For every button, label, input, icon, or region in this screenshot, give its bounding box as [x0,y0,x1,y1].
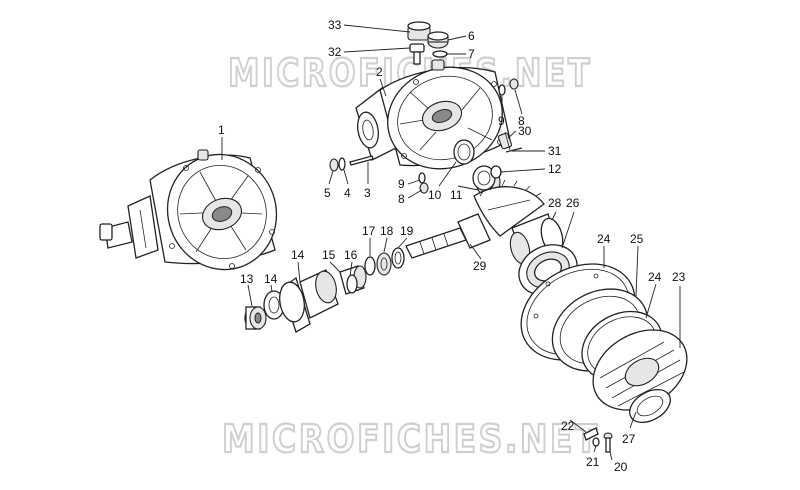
callout-27: 27 [622,432,636,446]
callout-14-lower: 14 [264,272,278,286]
part-7-washer [432,50,448,58]
part-6-cap [427,31,449,49]
callout-3: 3 [364,186,371,200]
part-30-breather [497,131,513,151]
callout-11: 11 [450,188,463,202]
part-29-pinion-gear [405,179,545,259]
callout-labels: 1 2 3 4 5 6 7 8 8 9 9 10 11 12 13 14 14 … [218,18,686,474]
part-17-bushing [346,274,358,294]
part-21-washer [592,437,600,447]
part-10-ring [453,139,475,165]
callout-25: 25 [630,232,644,246]
callout-32: 32 [328,45,342,59]
part-22-tab [583,427,599,441]
callout-8-lower: 8 [398,192,405,206]
part-33-plug [407,21,431,41]
callout-19: 19 [400,224,414,238]
part-27-seal [629,388,671,424]
callout-2: 2 [376,65,383,79]
callout-9-lower: 9 [398,177,405,191]
callout-18: 17 [362,224,376,238]
callout-29: 29 [473,259,487,273]
part-20-bolt [603,432,613,453]
callout-22: 22 [561,419,575,433]
part-9-washer-upper [498,84,506,96]
part-12-seal [490,165,502,179]
callout-33: 33 [328,18,342,32]
callout-4: 4 [344,186,351,200]
callout-20: 20 [614,460,628,474]
part-31-pin [505,147,523,153]
leader-lines [221,24,681,461]
part-4-washer [338,157,346,171]
callout-24-upper: 24 [597,232,611,246]
callout-17: 16 [344,248,358,262]
part-13-collar [244,306,267,330]
part-8-nut-lower [419,182,429,194]
callout-13: 13 [240,272,254,286]
part-19-washer [391,247,405,269]
part-1-housing-assembly [99,149,278,271]
callout-9-upper: 9 [498,114,505,128]
callout-6: 6 [468,29,475,43]
callout-16: 15 [322,248,336,262]
callout-5: 5 [324,186,331,200]
watermark-top: MICROFICHES.NET [228,51,592,95]
callout-23: 23 [672,270,686,284]
callout-24-lower: 24 [648,270,662,284]
callout-30: 30 [518,124,532,138]
part-9-washer-lower [418,172,426,184]
callout-8-upper: 8 [518,114,525,128]
part-14-ring-upper [376,252,392,276]
callout-28: 28 [548,196,562,210]
part-2-housing [355,59,511,170]
part-15-flange-sleeve [279,269,339,333]
part-5-nut [329,158,339,172]
part-14-ring-lower [263,290,285,320]
callout-21: 21 [586,455,600,469]
callout-12: 12 [548,162,562,176]
part-18-ring [364,256,376,276]
callout-31: 31 [548,144,562,158]
part-8-nut-upper [509,78,519,90]
watermark-bottom: MICROFICHES.NET [222,417,600,461]
callout-14-upper: 18 [380,224,394,238]
callout-7: 7 [468,47,475,61]
callout-1: 1 [218,123,225,137]
part-3-stud [349,155,374,166]
callout-15: 14 [291,248,305,262]
callout-26: 26 [566,196,580,210]
callout-10: 10 [428,188,442,202]
